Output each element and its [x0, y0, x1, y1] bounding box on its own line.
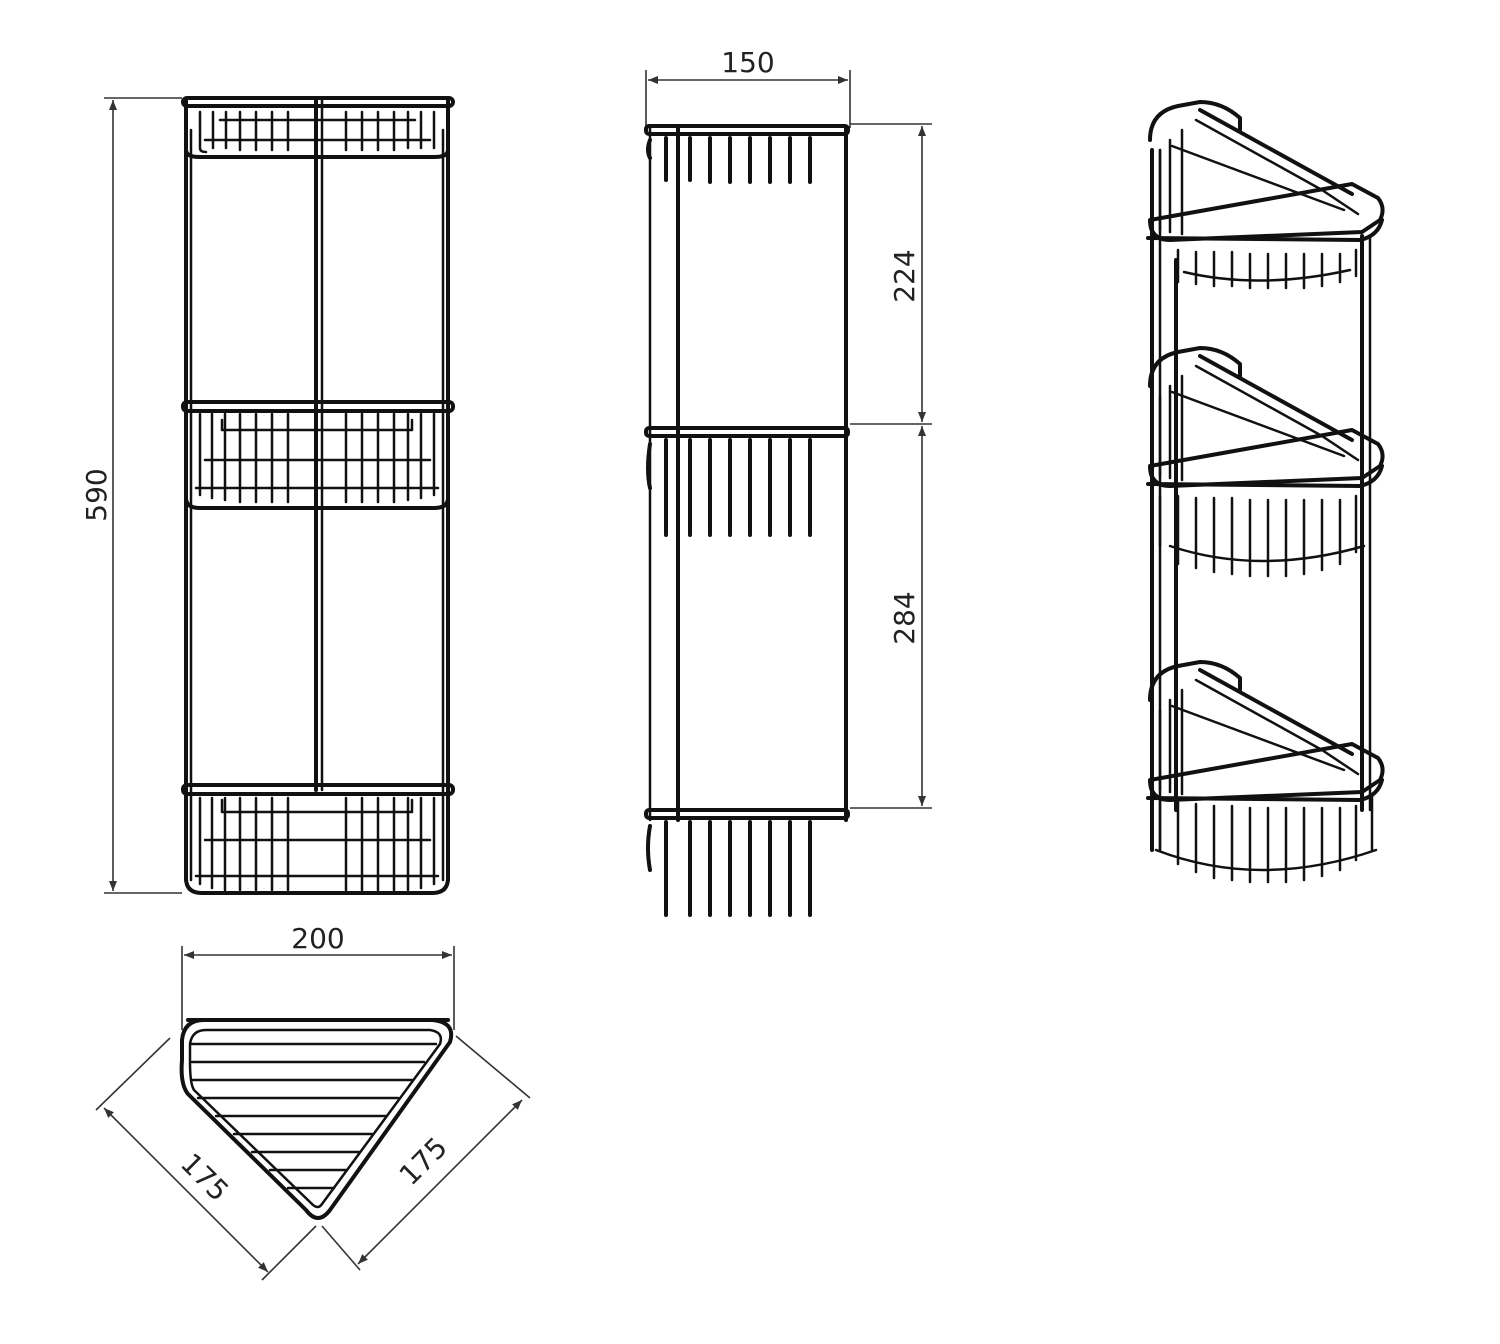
side-middle-wires [646, 438, 812, 537]
width-dimension: 200 [181, 922, 455, 1030]
height-dimension: 590 [80, 97, 182, 894]
spacing-dimensions: 224 284 [850, 123, 932, 809]
iso-basket-middle [1146, 346, 1385, 578]
front-view: 590 [80, 96, 455, 895]
lower-spacing-label: 284 [888, 591, 921, 644]
side-top-wires [646, 136, 812, 184]
side-bottom-wires [646, 820, 812, 917]
leg-left-label: 175 [174, 1147, 235, 1208]
top-shelf-wires [198, 110, 436, 154]
top-view: 200 175 175 [95, 922, 531, 1281]
middle-shelf-wires [194, 412, 440, 504]
side-view: 150 224 284 [644, 46, 932, 917]
isometric-view [1146, 100, 1385, 884]
bottom-shelf-wires [194, 796, 440, 892]
iso-basket-bottom [1146, 660, 1385, 884]
height-label: 590 [80, 468, 113, 521]
iso-basket-top [1146, 100, 1385, 290]
depth-dimension: 150 [645, 46, 851, 128]
upper-spacing-label: 224 [888, 249, 921, 302]
width-label: 200 [291, 922, 344, 955]
leg-right-label: 175 [393, 1131, 454, 1192]
leg-dimensions: 175 175 [95, 1035, 531, 1281]
depth-label: 150 [721, 46, 774, 79]
